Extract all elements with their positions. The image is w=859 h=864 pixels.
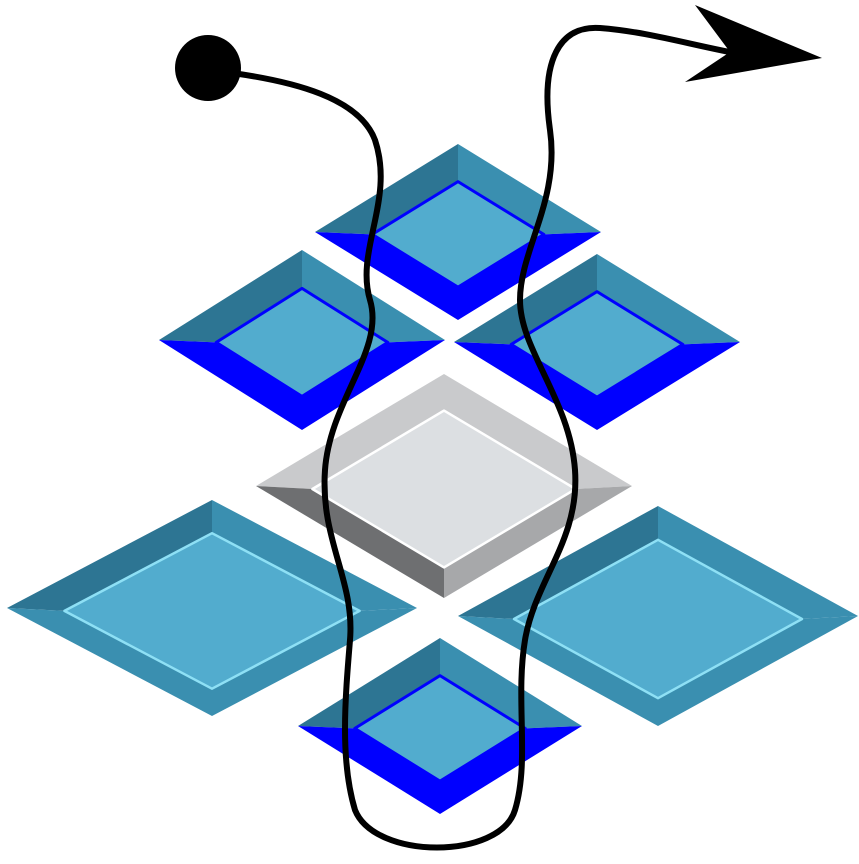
tile-bevel-top-right [458, 144, 601, 235]
tile-center [256, 374, 632, 598]
tile-bevel-bottom-right [658, 616, 858, 726]
tile-bevel-top-right [302, 250, 445, 343]
tile-bevel-top-left [298, 638, 440, 729]
tile-bevel-top-right [440, 638, 582, 729]
tile-bevel-top-left [256, 374, 444, 489]
tile-upper-left [159, 250, 445, 430]
tile-bevel-top-left [7, 500, 212, 611]
tile-bevel-bottom-right [440, 726, 582, 814]
tile-bevel-bottom-left [256, 486, 444, 598]
tile-bevel-bottom-right [212, 608, 417, 716]
tile-face [214, 286, 390, 398]
tile-bevel-bottom-left [458, 616, 658, 726]
path-arrowhead [685, 5, 822, 82]
tile-face [353, 674, 527, 783]
path-layer [175, 5, 822, 851]
tile-bevel-bottom-left [159, 340, 302, 430]
tile-bevel-bottom-right [302, 340, 445, 430]
tile-face [512, 538, 804, 700]
tile-bevel-top-left [159, 250, 302, 343]
tile-bevel-bottom-right [444, 486, 632, 598]
tile-face [509, 290, 685, 399]
tile-bevel-bottom-left [7, 608, 212, 716]
tile-top-center [315, 144, 601, 320]
winding-path [205, 24, 748, 851]
tile-bevel-bottom-right [458, 232, 601, 320]
tile-bevel-bottom-right [597, 342, 740, 430]
tile-bevel-top-right [658, 506, 858, 619]
tile-face [370, 180, 546, 289]
tile-bevel-top-left [458, 506, 658, 619]
tile-bevel-top-left [454, 254, 597, 345]
tile-bevel-bottom-left [315, 232, 458, 320]
tiles-layer [7, 144, 858, 814]
tile-face [63, 531, 361, 690]
tile-bevel-top-right [444, 374, 632, 489]
tile-bevel-top-right [212, 500, 417, 611]
tile-lower-left [7, 500, 417, 716]
tile-bottom-center [298, 638, 582, 814]
path-start-dot [175, 35, 241, 101]
tile-bevel-top-right [597, 254, 740, 345]
tile-lower-right [458, 506, 858, 726]
tile-bevel-top-left [315, 144, 458, 235]
tile-bevel-bottom-left [298, 726, 440, 814]
